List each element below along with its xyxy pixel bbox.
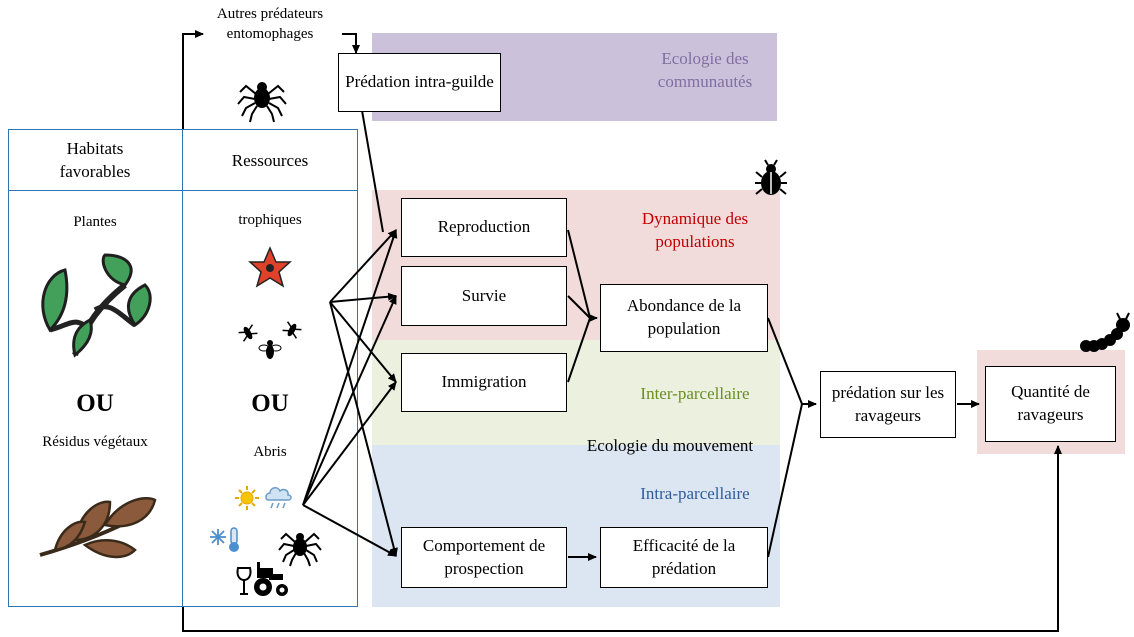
line-efficacite-predation — [767, 403, 803, 558]
dead-leaves-icon — [39, 497, 157, 559]
line-fan-4 — [329, 301, 398, 557]
plantes-label: Plantes — [73, 214, 117, 230]
line-fan-5 — [302, 229, 398, 506]
connectors — [182, 30, 1062, 632]
box-predation-intraguilde: Prédation intra-guilde — [338, 53, 501, 112]
panel-divider-horizontal — [8, 190, 358, 191]
spider-icon — [237, 82, 287, 123]
line-fan-8 — [302, 504, 397, 557]
snowflake-icon — [210, 529, 226, 545]
title-intra-parcellaire: Intra-parcellaire — [640, 484, 750, 503]
panel-divider-vertical — [182, 129, 183, 607]
left-panel — [8, 129, 358, 607]
line-fan-1 — [329, 229, 397, 303]
line-abondance-predation — [767, 317, 803, 405]
box-reproduction: Reproduction — [401, 198, 567, 257]
box-immigration: Immigration — [401, 353, 567, 412]
thermometer-icon — [229, 527, 239, 552]
habitats-header: Habitats favorables — [59, 139, 131, 181]
line-fan-6 — [302, 295, 397, 506]
sun-icon — [235, 486, 259, 510]
box-comportement-prospection: Comportement de prospection — [401, 527, 567, 588]
title-inter-parcellaire: Inter-parcellaire — [640, 384, 750, 403]
line-fan-2 — [329, 292, 397, 303]
title-ecologie-communautes: Ecologie des communautés — [657, 49, 753, 91]
ressources-header: Ressources — [231, 151, 309, 170]
arrow-to-intraguilde — [342, 33, 360, 54]
box-predation-ravageurs: prédation sur les ravageurs — [820, 371, 956, 438]
line-survie-abondance — [567, 295, 591, 319]
trophiques-label: trophiques — [238, 212, 302, 228]
beetle-icon — [755, 159, 787, 195]
ou-label-2: OU — [251, 390, 289, 417]
line-fan-3 — [329, 301, 397, 383]
box-efficacite-predation: Efficacité de la prédation — [600, 527, 768, 588]
box-quantite-ravageurs: Quantité de ravageurs — [985, 366, 1116, 442]
title-dynamique-populations: Dynamique des populations — [641, 209, 749, 251]
shovel-icon — [236, 567, 252, 595]
box-abondance-population: Abondance de la population — [600, 284, 768, 352]
insects-icon — [238, 321, 302, 359]
arrow-bottom-loop — [182, 445, 1062, 632]
abris-label: Abris — [253, 444, 287, 460]
arrow-to-autres-predateurs — [182, 30, 204, 129]
cloud-rain-icon — [265, 487, 292, 509]
autres-predateurs-label: Autres prédateurs entomophages — [216, 6, 324, 42]
line-reproduction-abondance — [567, 229, 591, 319]
flower-icon — [248, 246, 292, 288]
caterpillar-icon — [1080, 312, 1130, 352]
spider-icon-abris — [278, 532, 322, 567]
line-fan-7 — [302, 381, 397, 506]
ou-label-1: OU — [76, 390, 114, 417]
leaf-plant-icon — [41, 253, 152, 358]
box-survie: Survie — [401, 266, 567, 326]
title-ecologie-mouvement: Ecologie du mouvement — [586, 436, 754, 455]
line-immigration-abondance — [567, 317, 591, 383]
tractor-icon — [254, 562, 288, 596]
residus-label: Résidus végétaux — [42, 434, 148, 450]
